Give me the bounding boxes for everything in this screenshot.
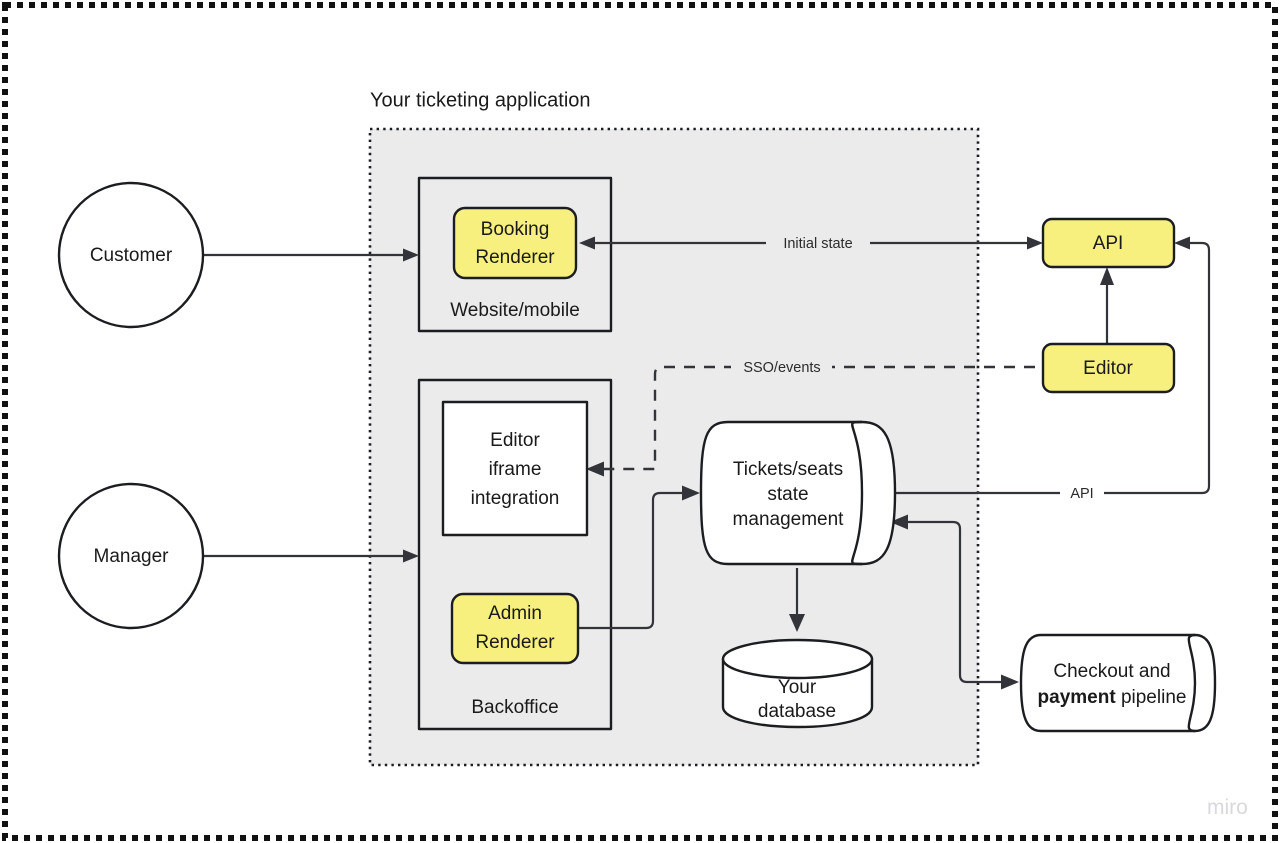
state-management-label-line2: state bbox=[767, 484, 808, 505]
checkout-pipeline-cylinder-body[interactable] bbox=[1019, 633, 1217, 733]
customer-label: Customer bbox=[90, 245, 173, 266]
checkout-pipeline-label-line1: Checkout and bbox=[1053, 661, 1170, 682]
edge-manager-to-backoffice bbox=[203, 549, 419, 563]
edge-state-to-checkout-line bbox=[905, 520, 1003, 684]
editor-rect[interactable] bbox=[1041, 342, 1176, 394]
your-database-label-line2: database bbox=[758, 701, 836, 722]
your-database-label-line1: Your bbox=[778, 677, 817, 698]
group-website-mobile: Website/mobile bbox=[417, 176, 613, 333]
arrow-head-icon bbox=[682, 485, 700, 501]
node-manager[interactable]: Manager bbox=[57, 482, 205, 630]
arrow-head-icon bbox=[1027, 236, 1043, 250]
initial-state-label-bg bbox=[766, 233, 870, 253]
arrow-head-icon bbox=[579, 236, 595, 250]
miro-watermark: miro bbox=[1207, 796, 1248, 819]
node-api[interactable]: API bbox=[1041, 217, 1176, 269]
state-management-cylinder-cap bbox=[851, 420, 864, 566]
node-editor[interactable]: Editor bbox=[1041, 342, 1176, 394]
edge-label-api: API bbox=[1070, 486, 1093, 502]
edge-editor-to-editor-iframe: SSO/events bbox=[586, 357, 1035, 477]
edge-customer-to-website bbox=[203, 248, 419, 262]
edge-state-to-checkout bbox=[890, 514, 1019, 690]
website-mobile-label: Website/mobile bbox=[450, 300, 580, 321]
editor-iframe-rect[interactable] bbox=[441, 400, 589, 537]
page-title: Your ticketing application bbox=[370, 89, 591, 111]
backoffice-label: Backoffice bbox=[471, 697, 558, 718]
arrow-head-icon bbox=[890, 514, 908, 530]
node-customer[interactable]: Customer bbox=[57, 181, 205, 329]
admin-renderer-rect[interactable] bbox=[450, 592, 580, 665]
manager-circle[interactable] bbox=[57, 482, 205, 630]
edge-api-return-line bbox=[887, 241, 1211, 495]
arrow-head-icon bbox=[1001, 674, 1019, 690]
booking-renderer-label-line2: Renderer bbox=[475, 247, 555, 268]
arrow-head-icon bbox=[1174, 236, 1190, 250]
node-your-database[interactable]: Your database bbox=[721, 638, 874, 729]
api-rect[interactable] bbox=[1041, 217, 1176, 269]
edge-label-initial-state: Initial state bbox=[783, 236, 852, 252]
editor-label: Editor bbox=[1083, 358, 1133, 379]
node-booking-renderer[interactable]: Booking Renderer bbox=[452, 206, 578, 280]
arrow-head-icon bbox=[403, 248, 419, 262]
arrow-head-icon bbox=[403, 549, 419, 563]
manager-label: Manager bbox=[94, 546, 170, 567]
your-database-cylinder-top bbox=[721, 638, 874, 680]
api-label-bg bbox=[1060, 483, 1104, 503]
edge-admin-renderer-to-state-line bbox=[579, 491, 686, 630]
admin-renderer-label-line1: Admin bbox=[488, 603, 542, 624]
node-editor-iframe[interactable]: Editor iframe integration bbox=[441, 400, 589, 537]
arrow-head-icon bbox=[789, 614, 805, 632]
edge-label-sso-events: SSO/events bbox=[743, 360, 820, 376]
arrow-head-icon bbox=[586, 461, 604, 477]
editor-iframe-label-line1: Editor bbox=[490, 430, 540, 451]
state-management-label-line3: management bbox=[733, 509, 845, 530]
edge-admin-renderer-to-state bbox=[579, 485, 700, 630]
checkout-pipeline-pipeline-rest: pipeline bbox=[1116, 687, 1187, 708]
edge-state-to-database bbox=[789, 568, 805, 632]
checkout-pipeline-payment-bold: payment bbox=[1038, 687, 1117, 708]
arrow-head-icon bbox=[1100, 267, 1114, 285]
booking-renderer-rect[interactable] bbox=[452, 206, 578, 280]
edge-sso-events-line bbox=[600, 365, 1035, 471]
edge-api-to-booking-renderer: Initial state bbox=[579, 233, 1043, 253]
checkout-pipeline-label-line2: payment pipeline bbox=[1038, 687, 1187, 708]
editor-iframe-label-line2: iframe bbox=[489, 459, 542, 480]
customer-circle[interactable] bbox=[57, 181, 205, 329]
sso-events-label-bg bbox=[731, 357, 832, 377]
edge-editor-to-api bbox=[1100, 267, 1114, 344]
edge-state-to-api: API bbox=[887, 236, 1211, 503]
api-label: API bbox=[1093, 233, 1124, 254]
node-checkout-pipeline[interactable]: Checkout and payment pipeline bbox=[1019, 633, 1217, 733]
node-admin-renderer[interactable]: Admin Renderer bbox=[450, 592, 580, 665]
state-management-label-line1: Tickets/seats bbox=[733, 459, 843, 480]
booking-renderer-label-line1: Booking bbox=[481, 219, 550, 240]
checkout-pipeline-cylinder-cap bbox=[1187, 633, 1197, 733]
node-state-management[interactable]: Tickets/seats state management bbox=[699, 420, 897, 566]
admin-renderer-label-line2: Renderer bbox=[475, 632, 555, 653]
editor-iframe-label-line3: integration bbox=[471, 488, 560, 509]
